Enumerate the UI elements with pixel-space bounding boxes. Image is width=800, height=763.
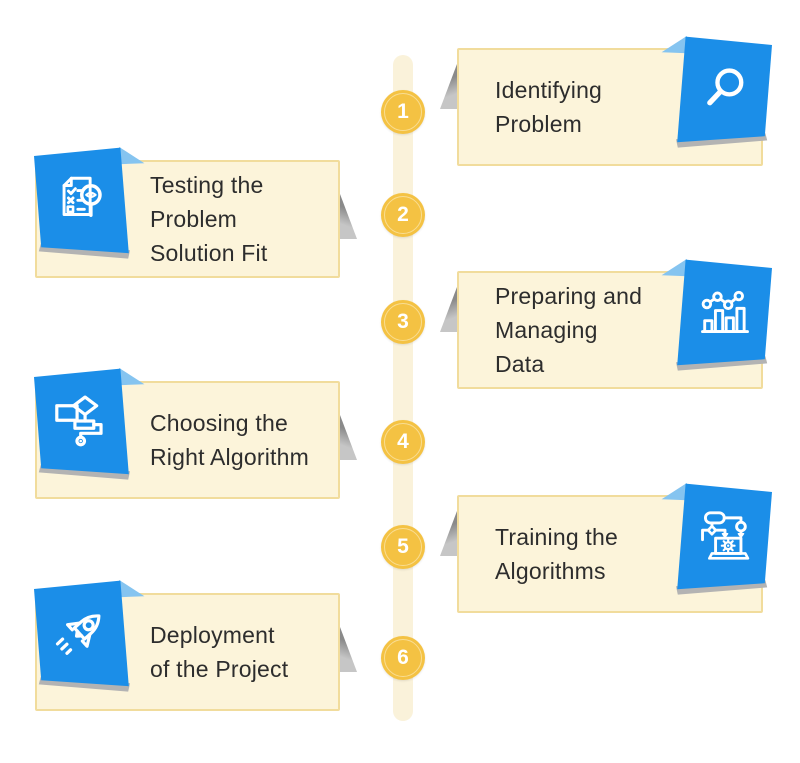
bar-chart-icon: [701, 290, 749, 334]
step-card: Identifying Problem: [457, 48, 763, 166]
step-label: Preparing and Managing Data: [495, 283, 643, 377]
card-fold-shadow: [340, 415, 357, 460]
step-card: Preparing and Managing Data: [457, 271, 763, 389]
panel-corner-fold: [115, 580, 145, 598]
step-icon-panel: [677, 483, 772, 590]
step-icon-panel: [677, 36, 772, 143]
timeline-bar: [393, 55, 413, 721]
machine-training-icon: [701, 511, 750, 560]
step-icon-panel: [34, 580, 129, 687]
panel-corner-fold: [661, 36, 691, 54]
step-card: Testing the Problem Solution Fit: [35, 160, 340, 278]
step-icon-panel: [677, 259, 772, 366]
step-icon-panel: [34, 147, 129, 254]
panel-shadow: [676, 356, 768, 371]
step-label: Testing the Problem Solution Fit: [150, 172, 268, 266]
card-fold-shadow: [440, 287, 457, 332]
panel-shadow: [38, 465, 130, 480]
card-fold-shadow: [440, 511, 457, 556]
card-fold-shadow: [340, 627, 357, 672]
step-card: Deployment of the Project: [35, 593, 340, 711]
panel-shadow: [676, 133, 768, 148]
flowchart-icon: [55, 395, 103, 447]
panel-corner-fold: [661, 483, 691, 501]
panel-corner-fold: [115, 147, 145, 165]
step-icon-panel: [34, 368, 129, 475]
step-label: Identifying Problem: [495, 77, 603, 137]
card-fold-shadow: [340, 194, 357, 239]
checklist-review-icon: [62, 176, 102, 217]
panel-shadow: [38, 244, 130, 259]
step-card: Training the Algorithms: [457, 495, 763, 613]
step-card: Choosing the Right Algorithm: [35, 381, 340, 499]
panel-shadow: [676, 580, 768, 595]
step-label: Deployment of the Project: [150, 622, 289, 682]
panel-corner-fold: [661, 259, 691, 277]
panel-corner-fold: [115, 368, 145, 386]
step-label: Training the Algorithms: [495, 524, 619, 584]
step-label: Choosing the Right Algorithm: [150, 410, 309, 470]
card-fold-shadow: [440, 64, 457, 109]
rocket-icon: [55, 614, 101, 655]
panel-shadow: [38, 677, 130, 692]
search-icon: [707, 68, 744, 106]
